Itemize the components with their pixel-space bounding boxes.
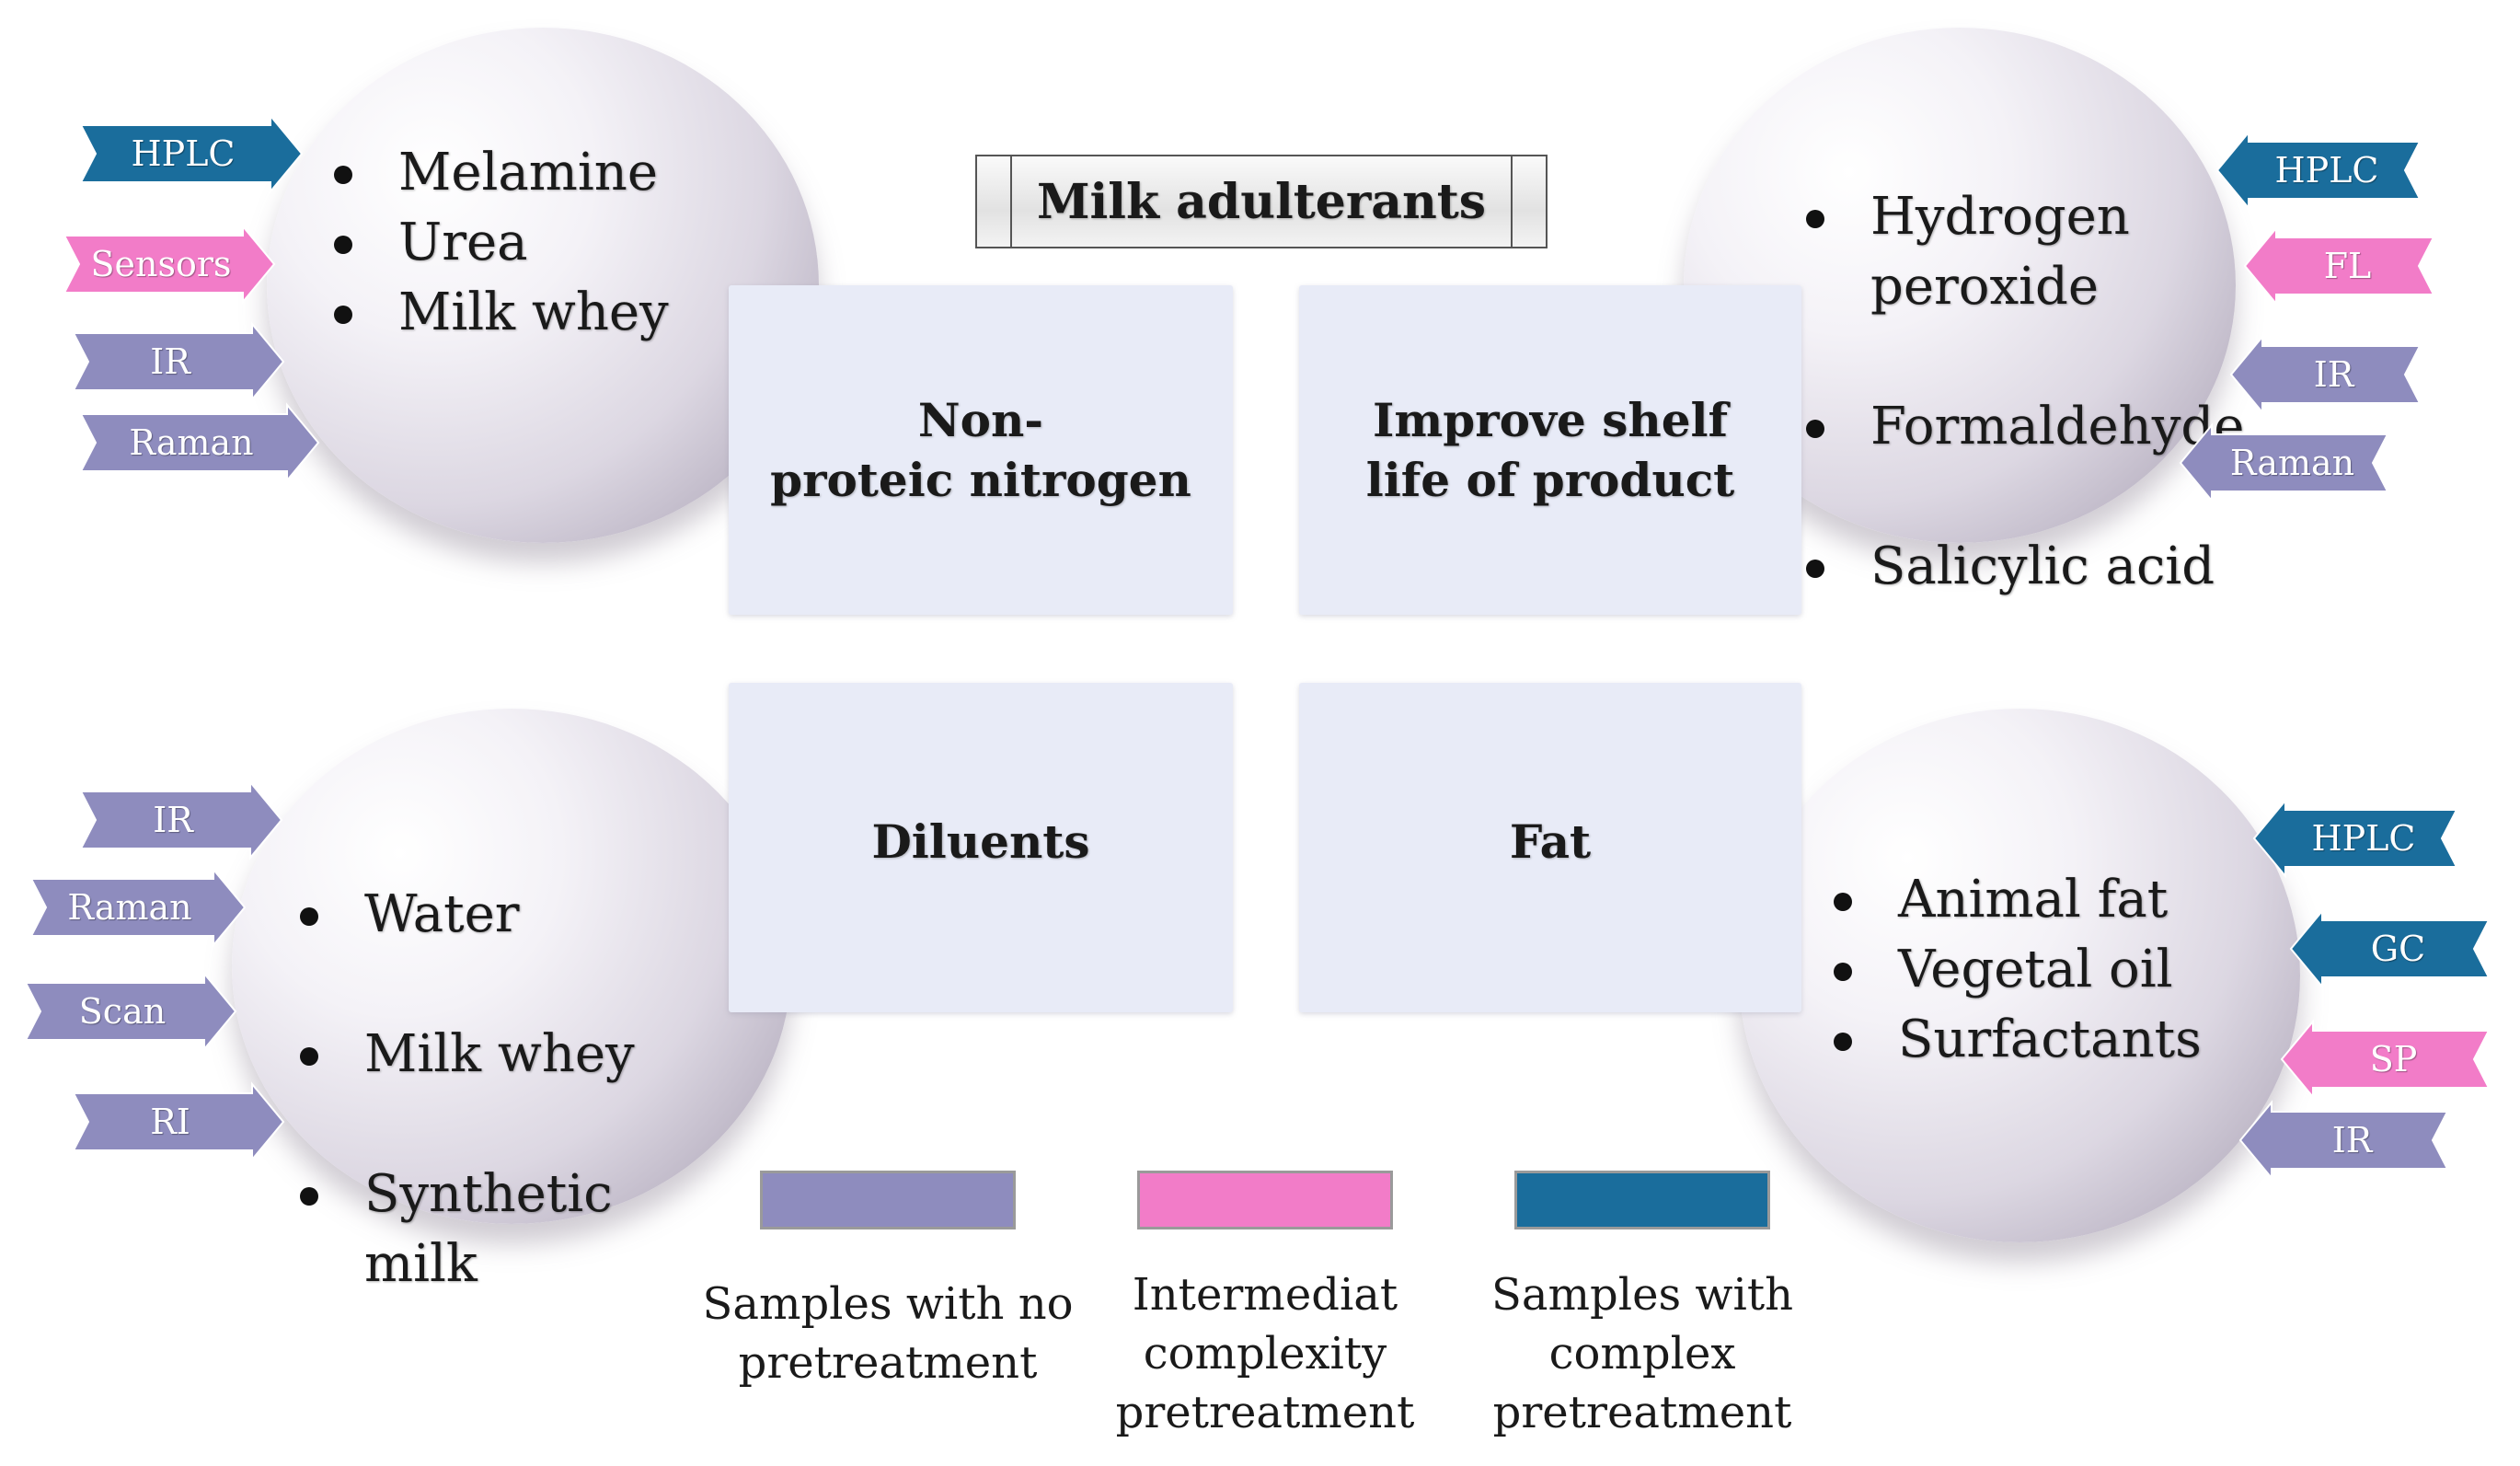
arrow-shape xyxy=(2215,130,2422,211)
technique-label: SP xyxy=(2369,1039,2418,1079)
arrow-polygon xyxy=(2243,225,2435,306)
list-item: Milk whey xyxy=(293,1020,635,1090)
arrow-shape xyxy=(29,867,247,948)
technique-arrow-ir: IR xyxy=(2229,334,2422,415)
category-diluents: Diluents xyxy=(729,683,1233,1012)
technique-arrow-scan: Scan xyxy=(24,971,237,1052)
arrow-shape xyxy=(2280,1019,2491,1100)
list-item: Animal fat xyxy=(1826,865,2202,935)
arrow-shape xyxy=(2243,225,2435,306)
technique-label: Raman xyxy=(129,422,254,463)
list-item: Formaldehyde xyxy=(1799,392,2244,462)
technique-label: Sensors xyxy=(90,244,232,284)
arrow-shape xyxy=(24,971,237,1052)
arrow-polygon xyxy=(2252,798,2458,879)
technique-label: IR xyxy=(153,800,193,840)
arrow-shape xyxy=(79,779,283,860)
technique-arrow-sp: SP xyxy=(2280,1019,2491,1100)
list-item: Urea xyxy=(327,208,669,278)
technique-arrow-raman: Raman xyxy=(79,402,320,483)
list-item: Vegetal oil xyxy=(1826,935,2202,1005)
arrow-shape xyxy=(72,1081,285,1162)
technique-label: FL xyxy=(2323,246,2372,286)
legend-swatch-no-pretreatment xyxy=(760,1171,1016,1229)
arrow-shape xyxy=(72,321,285,402)
arrow-shape xyxy=(63,224,276,305)
technique-arrow-hplc: HPLC xyxy=(79,113,304,194)
arrow-polygon xyxy=(72,1081,285,1162)
category-non-proteic-nitrogen: Non- proteic nitrogen xyxy=(729,285,1233,615)
technique-label: GC xyxy=(2370,929,2426,969)
list-item: Surfactants xyxy=(1826,1005,2202,1075)
arrow-polygon xyxy=(29,867,247,948)
list-top-left: Melamine Urea Milk whey xyxy=(327,138,669,348)
arrow-polygon xyxy=(79,402,320,483)
technique-label: HPLC xyxy=(2311,818,2416,859)
technique-label: Raman xyxy=(2229,443,2355,483)
technique-arrow-raman: Raman xyxy=(2179,422,2389,503)
category-label: Improve shelf life of product xyxy=(1365,393,1735,507)
list-bottom-left: Water Milk whey Synthetic milk xyxy=(293,810,635,1369)
technique-arrow-sensors: Sensors xyxy=(63,224,276,305)
technique-label: HPLC xyxy=(2274,150,2379,190)
circle-bottom-right xyxy=(1739,709,2300,1242)
technique-label: IR xyxy=(150,341,190,382)
arrow-polygon xyxy=(79,779,283,860)
list-item: Synthetic milk xyxy=(293,1160,635,1299)
arrow-shape xyxy=(2252,798,2458,879)
arrow-polygon xyxy=(79,113,304,194)
circle-top-left xyxy=(267,28,819,543)
list-bottom-right: Animal fat Vegetal oil Surfactants xyxy=(1826,865,2202,1075)
category-label: Non- proteic nitrogen xyxy=(770,393,1191,507)
technique-arrow-ir: IR xyxy=(2238,1100,2449,1181)
list-item: Salicylic acid xyxy=(1799,532,2244,602)
technique-arrow-ri: RI xyxy=(72,1081,285,1162)
technique-label: IR xyxy=(2313,354,2354,395)
legend-label-intermediate: Intermediat complexity pretreatment xyxy=(1115,1269,1415,1438)
technique-arrow-hplc: HPLC xyxy=(2252,798,2458,879)
diagram-title-text: Milk adulterants xyxy=(1036,173,1487,230)
technique-label: RI xyxy=(150,1102,190,1142)
category-fat: Fat xyxy=(1299,683,1801,1012)
arrow-shape xyxy=(2229,334,2422,415)
arrow-polygon xyxy=(2238,1100,2449,1181)
technique-label: Scan xyxy=(78,991,167,1032)
arrow-polygon xyxy=(72,321,285,402)
legend-label-complex: Samples with complex pretreatment xyxy=(1490,1269,1794,1438)
category-improve-shelf-life: Improve shelf life of product xyxy=(1299,285,1801,615)
list-item: Melamine xyxy=(327,138,669,208)
arrow-shape xyxy=(2179,422,2389,503)
technique-label: IR xyxy=(2331,1120,2373,1160)
arrow-polygon xyxy=(24,971,237,1052)
legend-label-no-pretreatment: Samples with no pretreatment xyxy=(702,1278,1074,1389)
legend-swatch-intermediate xyxy=(1137,1171,1393,1229)
arrow-shape xyxy=(79,402,320,483)
arrow-polygon xyxy=(2229,334,2422,415)
arrow-polygon xyxy=(2289,908,2491,989)
technique-arrow-ir: IR xyxy=(79,779,283,860)
technique-arrow-raman: Raman xyxy=(29,867,247,948)
arrow-polygon xyxy=(2280,1019,2491,1100)
legend-swatch-complex xyxy=(1514,1171,1770,1229)
arrow-shape xyxy=(2238,1100,2449,1181)
list-item: Milk whey xyxy=(327,278,669,348)
technique-arrow-ir: IR xyxy=(72,321,285,402)
list-top-right: Hydrogen peroxide Formaldehyde Salicylic… xyxy=(1799,112,2244,672)
technique-label: HPLC xyxy=(131,133,236,174)
technique-arrow-hplc: HPLC xyxy=(2215,130,2422,211)
technique-arrow-fl: FL xyxy=(2243,225,2435,306)
arrow-polygon xyxy=(2215,130,2422,211)
technique-label: Raman xyxy=(67,887,192,928)
arrow-polygon xyxy=(63,224,276,305)
diagram-title: Milk adulterants xyxy=(975,155,1548,248)
circle-bottom-left xyxy=(232,709,791,1224)
technique-arrow-gc: GC xyxy=(2289,908,2491,989)
arrow-polygon xyxy=(2179,422,2389,503)
list-item: Water xyxy=(293,880,635,950)
category-label: Diluents xyxy=(871,814,1090,869)
list-item: Hydrogen peroxide xyxy=(1799,182,2244,322)
arrow-shape xyxy=(79,113,304,194)
category-label: Fat xyxy=(1509,814,1592,869)
arrow-shape xyxy=(2289,908,2491,989)
